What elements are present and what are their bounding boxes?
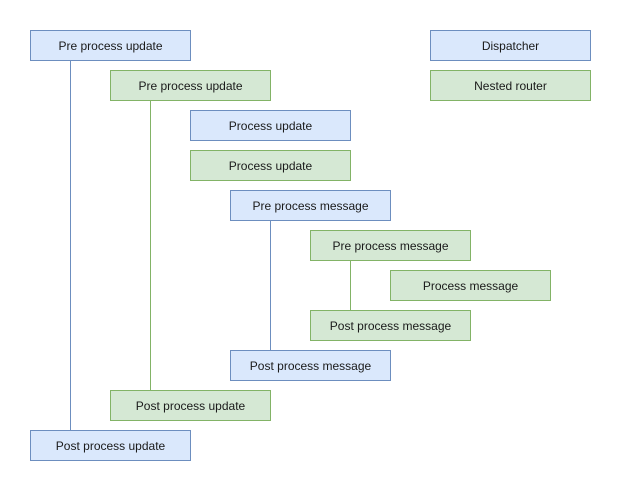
connector-line-router: [350, 261, 351, 310]
node-process-update[interactable]: Process update: [190, 110, 351, 141]
node-post-process-update[interactable]: Post process update: [30, 430, 191, 461]
node-label: Post process message: [249, 358, 372, 373]
node-label: Process update: [228, 118, 313, 133]
node-post-process-message[interactable]: Post process message: [230, 350, 391, 381]
node-label: Pre process update: [58, 38, 163, 53]
connector-line-router: [150, 101, 151, 390]
node-pre-process-message[interactable]: Pre process message: [310, 230, 471, 261]
legend-node-label: Dispatcher: [481, 38, 540, 53]
node-label: Post process update: [55, 438, 166, 453]
node-label: Process message: [422, 278, 519, 293]
connector-line-dispatcher: [70, 61, 71, 430]
node-label: Post process message: [329, 318, 452, 333]
node-process-update[interactable]: Process update: [190, 150, 351, 181]
node-process-message[interactable]: Process message: [390, 270, 551, 301]
node-label: Pre process message: [252, 198, 369, 213]
connector-line-dispatcher: [270, 221, 271, 350]
node-pre-process-message[interactable]: Pre process message: [230, 190, 391, 221]
node-label: Post process update: [135, 398, 246, 413]
node-post-process-update[interactable]: Post process update: [110, 390, 271, 421]
legend-node-dispatcher[interactable]: Dispatcher: [430, 30, 591, 61]
legend-node-nested-router[interactable]: Nested router: [430, 70, 591, 101]
legend-node-label: Nested router: [474, 78, 547, 93]
node-label: Pre process message: [332, 238, 449, 253]
node-post-process-message[interactable]: Post process message: [310, 310, 471, 341]
node-label: Process update: [228, 158, 313, 173]
node-pre-process-update[interactable]: Pre process update: [110, 70, 271, 101]
node-pre-process-update[interactable]: Pre process update: [30, 30, 191, 61]
node-label: Pre process update: [138, 78, 243, 93]
